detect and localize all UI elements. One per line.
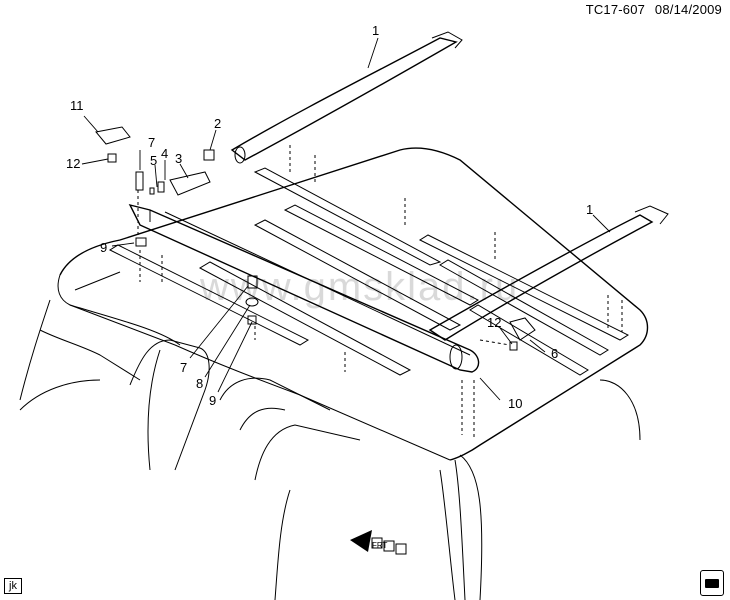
diagram-code: TC17-607 [585, 2, 646, 17]
logo-block [705, 578, 719, 588]
callout-5: 5 [150, 153, 157, 168]
diagram-date: 08/14/2009 [654, 2, 722, 17]
callout-12-left: 12 [66, 156, 80, 171]
vehicle-roof-outline [19, 147, 649, 600]
bracket-3 [169, 171, 211, 196]
callout-1-front: 1 [372, 23, 379, 38]
side-rail [128, 203, 480, 373]
callout-7-center: 7 [180, 360, 187, 375]
nut-9-left [135, 237, 147, 247]
callout-4: 4 [161, 146, 168, 161]
callout-9-left: 9 [100, 240, 107, 255]
gm-spo-logo [700, 570, 724, 596]
callout-7-left: 7 [148, 135, 155, 150]
callout-labels: 1 1 2 3 4 5 6 7 7 8 9 9 10 11 12 12 [66, 23, 593, 411]
callout-8: 8 [196, 376, 203, 391]
callout-6: 6 [551, 346, 558, 361]
clip-12-left [107, 153, 117, 163]
clip-12-right [509, 341, 518, 351]
end-cap-11 [95, 126, 131, 145]
leader-lines [81, 37, 611, 401]
diagram-header: TC17-607 08/14/2009 [580, 2, 722, 17]
callout-12-right: 12 [487, 315, 501, 330]
callout-2: 2 [214, 116, 221, 131]
callout-9-center: 9 [209, 393, 216, 408]
alignment-lines [137, 145, 623, 440]
bolt-2 [203, 149, 215, 161]
screw-7-left [135, 171, 144, 191]
screw-7-8-9-stack [245, 275, 259, 325]
insert-4-5 [149, 181, 165, 195]
corner-label: jk [4, 578, 22, 594]
front-arrow-label: FRT [372, 541, 388, 550]
roof-ribs [108, 167, 630, 376]
callout-11: 11 [70, 98, 84, 113]
end-cap-6 [509, 317, 536, 341]
callout-3: 3 [175, 151, 182, 166]
crossbar-front [230, 31, 463, 164]
crossbar-rear [428, 205, 669, 341]
callout-1-rear: 1 [586, 202, 593, 217]
callout-10: 10 [508, 396, 522, 411]
front-direction-arrow: FRT [350, 530, 407, 555]
